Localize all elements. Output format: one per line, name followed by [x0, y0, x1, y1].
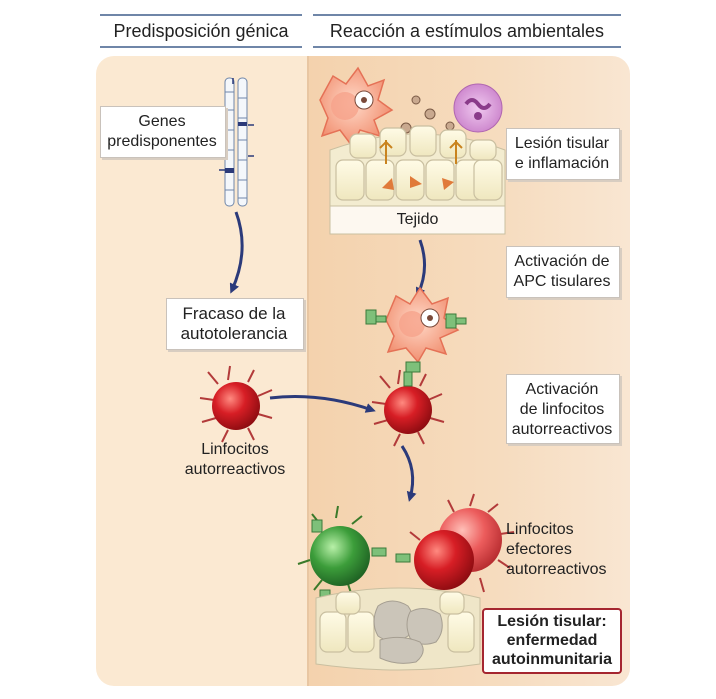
chromosome-icon — [219, 77, 254, 207]
fracaso-line-2: autotolerancia — [180, 324, 288, 343]
act-linf-line-1: Activación — [525, 381, 599, 398]
tissue-top — [329, 125, 506, 235]
panel-divider — [307, 56, 309, 686]
lesion-line-1: Lesión tisular — [514, 135, 610, 152]
efectores-line-1: Linfocitos — [506, 521, 574, 538]
header-predisposicion: Predisposición génica — [100, 14, 302, 48]
effector-cells — [297, 493, 515, 603]
label-activacion-apc — [506, 246, 620, 298]
efectores-line-2: efectores — [506, 541, 572, 558]
label-fracaso-autotolerancia — [166, 298, 304, 350]
label-activacion-linfocitos — [506, 374, 620, 444]
enfermedad-line-1: Lesión tisular: — [497, 613, 607, 630]
apc-line-2: APC tisulares — [513, 273, 611, 290]
tissue-damaged — [315, 587, 481, 671]
label-enfermedad-autoinmunitaria — [482, 608, 622, 674]
arrow-tejido-to-apc — [415, 239, 426, 298]
arrow-activacion-to-efectores — [400, 445, 417, 502]
linfocitos-line-1: Linfocitos — [201, 441, 269, 458]
enfermedad-line-3: autoinmunitaria — [491, 651, 612, 668]
efectores-line-3: autorreactivos — [506, 561, 607, 578]
act-linf-line-2: de linfocitos — [519, 401, 605, 418]
granulocyte-icon — [453, 83, 503, 133]
panel-predisposicion — [96, 56, 308, 686]
genes-line-2: predisponentes — [107, 133, 217, 150]
tejido-label: Tejido — [396, 211, 439, 228]
t-cell-left — [199, 365, 273, 443]
arrow-linfocito-to-activacion — [269, 395, 376, 413]
arrow-genes-to-fracaso — [229, 211, 244, 294]
linfocitos-line-2: autorreactivos — [184, 461, 286, 478]
enfermedad-line-2: enfermedad — [506, 632, 598, 649]
apc-cell-activated — [365, 286, 467, 373]
fracaso-line-1: Fracaso de la — [182, 304, 286, 323]
apc-cell-top — [319, 66, 394, 148]
lesion-line-2: e inflamación — [514, 155, 610, 172]
t-cell-activated — [371, 369, 445, 447]
apc-line-1: Activación de — [514, 253, 610, 270]
label-genes-predisponentes — [100, 106, 226, 158]
genes-line-1: Genes — [138, 113, 186, 130]
label-lesion-inflamacion — [506, 128, 620, 180]
act-linf-line-3: autorreactivos — [511, 421, 613, 438]
header-reaccion: Reacción a estímulos ambientales — [313, 14, 621, 48]
